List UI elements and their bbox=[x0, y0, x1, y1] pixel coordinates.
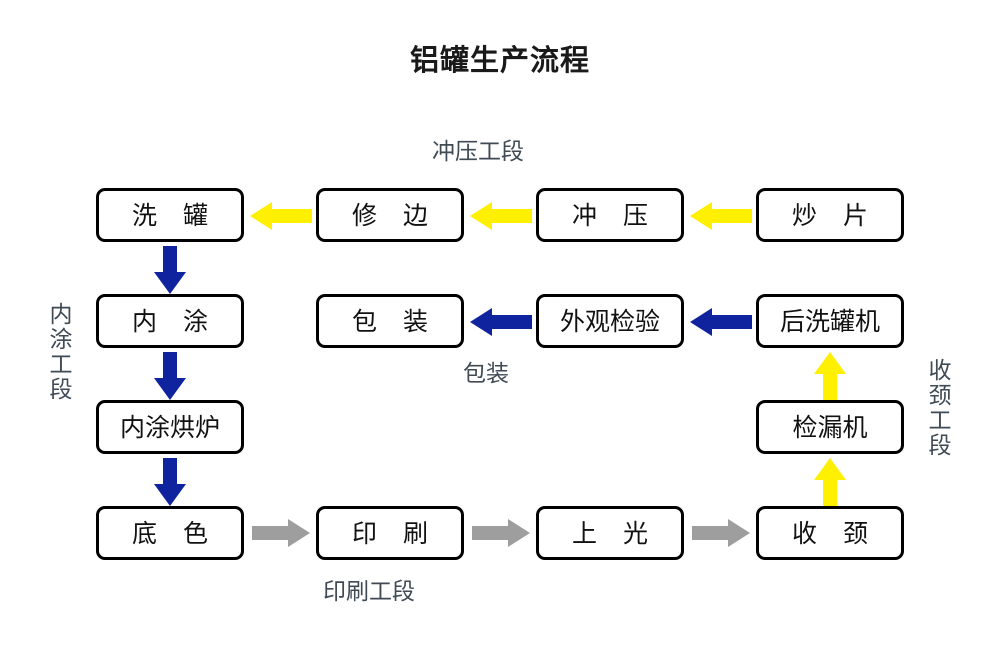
node-necking[interactable]: 收 颈 bbox=[756, 506, 904, 560]
node-label: 收 颈 bbox=[792, 518, 877, 548]
arrow-print-to-varnish bbox=[472, 519, 530, 547]
node-label: 内 涂 bbox=[132, 306, 217, 336]
node-inner-coat-oven[interactable]: 内涂烘炉 bbox=[96, 400, 244, 454]
node-label: 内涂烘炉 bbox=[119, 412, 220, 442]
arrow-base-color-to-print bbox=[252, 519, 310, 547]
node-stamp[interactable]: 冲 压 bbox=[536, 188, 684, 242]
arrow-oven-to-base-color bbox=[154, 458, 186, 506]
stage-label-necking: 收颈工段 bbox=[924, 358, 950, 458]
node-wash-can[interactable]: 洗 罐 bbox=[96, 188, 244, 242]
arrow-varnish-to-necking bbox=[692, 519, 750, 547]
arrow-wash-to-inner-coat bbox=[154, 246, 186, 294]
node-label: 炒 片 bbox=[792, 200, 877, 230]
arrow-blank-to-stamp bbox=[690, 202, 752, 230]
node-label: 检漏机 bbox=[792, 412, 868, 442]
stage-label-packing: 包装 bbox=[463, 361, 509, 387]
node-post-washer[interactable]: 后洗罐机 bbox=[756, 294, 904, 348]
node-packaging[interactable]: 包 装 bbox=[316, 294, 464, 348]
stage-label-interior-coating: 内涂工段 bbox=[45, 302, 71, 402]
arrow-inspection-to-packaging bbox=[470, 308, 532, 336]
node-leak-tester[interactable]: 检漏机 bbox=[756, 400, 904, 454]
node-print[interactable]: 印 刷 bbox=[316, 506, 464, 560]
node-visual-inspection[interactable]: 外观检验 bbox=[536, 294, 684, 348]
node-blank[interactable]: 炒 片 bbox=[756, 188, 904, 242]
node-label: 修 边 bbox=[352, 200, 437, 230]
node-label: 外观检验 bbox=[559, 306, 660, 336]
stage-label-printing: 印刷工段 bbox=[323, 579, 415, 605]
node-trim[interactable]: 修 边 bbox=[316, 188, 464, 242]
node-base-color[interactable]: 底 色 bbox=[96, 506, 244, 560]
arrow-post-washer-to-inspection bbox=[690, 308, 752, 336]
node-label: 印 刷 bbox=[352, 518, 437, 548]
node-label: 包 装 bbox=[352, 306, 437, 336]
node-label: 冲 压 bbox=[572, 200, 657, 230]
node-label: 洗 罐 bbox=[132, 200, 217, 230]
arrow-necking-to-leak-tester bbox=[814, 458, 846, 506]
node-inner-coat[interactable]: 内 涂 bbox=[96, 294, 244, 348]
arrow-stamp-to-trim bbox=[470, 202, 532, 230]
node-label: 底 色 bbox=[132, 518, 217, 548]
node-label: 上 光 bbox=[572, 518, 657, 548]
stage-label-stamping: 冲压工段 bbox=[432, 139, 524, 165]
page-title: 铝罐生产流程 bbox=[409, 43, 590, 77]
node-label: 后洗罐机 bbox=[779, 306, 880, 336]
node-varnish[interactable]: 上 光 bbox=[536, 506, 684, 560]
arrow-inner-coat-to-oven bbox=[154, 352, 186, 400]
arrow-leak-tester-to-post-washer bbox=[814, 352, 846, 400]
arrow-trim-to-wash bbox=[250, 202, 312, 230]
